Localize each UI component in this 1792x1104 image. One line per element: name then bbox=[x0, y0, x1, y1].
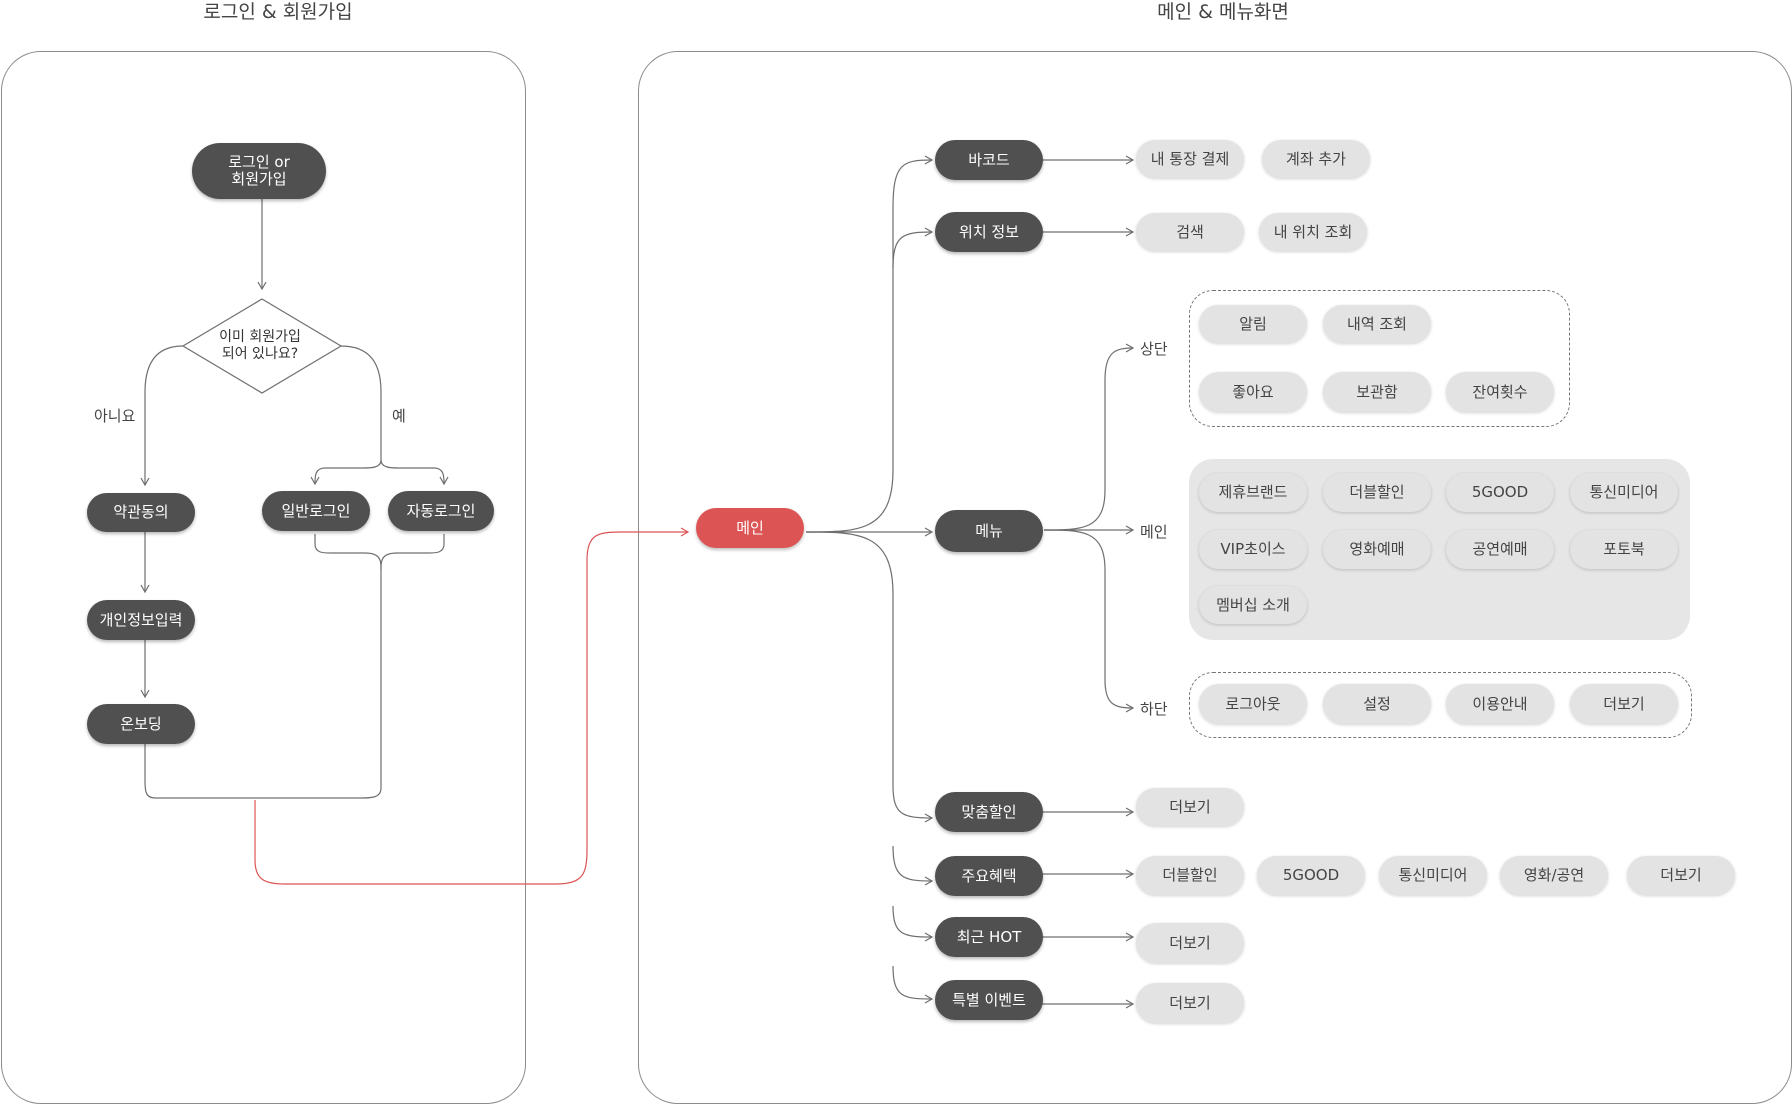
decision-diamond bbox=[181, 298, 343, 394]
recent-hot-item-more[interactable]: 더보기 bbox=[1136, 923, 1244, 963]
no-label: 아니요 bbox=[94, 407, 136, 425]
onboarding-node[interactable]: 온보딩 bbox=[87, 704, 195, 744]
menu-bottom-item-guide[interactable]: 이용안내 bbox=[1446, 684, 1554, 724]
yes-label: 예 bbox=[392, 407, 406, 425]
benefits-item-movie-show[interactable]: 영화/공연 bbox=[1500, 856, 1608, 895]
special-event-item-more[interactable]: 더보기 bbox=[1136, 983, 1244, 1023]
menu-node[interactable]: 메뉴 bbox=[935, 510, 1043, 552]
benefits-item-double-discount[interactable]: 더블할인 bbox=[1136, 856, 1244, 895]
menu-main-item-photobook[interactable]: 포토북 bbox=[1570, 530, 1678, 569]
login-or-signup-line1: 로그인 or bbox=[228, 153, 290, 171]
login-or-signup-line2: 회원가입 bbox=[231, 170, 287, 188]
menu-top-item-alarm[interactable]: 알림 bbox=[1199, 305, 1307, 343]
special-event-node[interactable]: 특별 이벤트 bbox=[935, 980, 1043, 1020]
barcode-node[interactable]: 바코드 bbox=[935, 140, 1043, 180]
menu-top-item-likes[interactable]: 좋아요 bbox=[1199, 372, 1307, 412]
menu-main-item-5good[interactable]: 5GOOD bbox=[1446, 473, 1554, 512]
custom-discount-item-more[interactable]: 더보기 bbox=[1136, 788, 1244, 826]
menu-bottom-item-logout[interactable]: 로그아웃 bbox=[1199, 684, 1307, 724]
menu-main-item-movie-booking[interactable]: 영화예매 bbox=[1323, 530, 1431, 569]
decision-text: 이미 회원가입 되어 있나요? bbox=[219, 329, 301, 363]
menu-main-item-partner-brand[interactable]: 제휴브랜드 bbox=[1199, 473, 1307, 512]
menu-top-item-storage[interactable]: 보관함 bbox=[1323, 372, 1431, 412]
location-item-my-location[interactable]: 내 위치 조회 bbox=[1259, 213, 1367, 251]
menu-bottom-item-settings[interactable]: 설정 bbox=[1323, 684, 1431, 724]
personal-info-node[interactable]: 개인정보입력 bbox=[87, 600, 195, 640]
benefits-node[interactable]: 주요혜택 bbox=[935, 856, 1043, 896]
barcode-item-add-account[interactable]: 계좌 추가 bbox=[1262, 140, 1370, 178]
location-node[interactable]: 위치 정보 bbox=[935, 212, 1043, 252]
menu-main-item-telecom-media[interactable]: 통신미디어 bbox=[1570, 473, 1678, 512]
menu-top-group bbox=[1189, 290, 1570, 427]
benefits-item-5good[interactable]: 5GOOD bbox=[1257, 856, 1365, 895]
menu-bottom-label: 하단 bbox=[1140, 700, 1168, 718]
menu-bottom-group bbox=[1189, 672, 1692, 738]
custom-discount-node[interactable]: 맞춤할인 bbox=[935, 792, 1043, 832]
normal-login-node[interactable]: 일반로그인 bbox=[262, 491, 370, 531]
login-or-signup-node[interactable]: 로그인 or 회원가입 bbox=[192, 143, 326, 199]
recent-hot-node[interactable]: 최근 HOT bbox=[935, 917, 1043, 957]
menu-main-label: 메인 bbox=[1140, 523, 1168, 541]
menu-main-item-membership[interactable]: 멤버십 소개 bbox=[1199, 586, 1307, 624]
menu-top-item-remaining[interactable]: 잔여횟수 bbox=[1446, 372, 1554, 412]
barcode-item-pay[interactable]: 내 통장 결제 bbox=[1136, 140, 1244, 178]
menu-main-item-show-booking[interactable]: 공연예매 bbox=[1446, 530, 1554, 569]
benefits-item-more[interactable]: 더보기 bbox=[1627, 856, 1735, 895]
login-section-title: 로그인 & 회원가입 bbox=[203, 1, 353, 23]
benefits-item-telecom-media[interactable]: 통신미디어 bbox=[1379, 856, 1487, 895]
decision-text-line1: 이미 회원가입 bbox=[219, 329, 301, 345]
menu-main-item-double-discount[interactable]: 더블할인 bbox=[1323, 473, 1431, 512]
terms-agreement-node[interactable]: 약관동의 bbox=[87, 493, 195, 532]
menu-main-item-vip-choice[interactable]: VIP초이스 bbox=[1199, 530, 1307, 569]
menu-top-item-history[interactable]: 내역 조회 bbox=[1323, 305, 1431, 343]
main-section-title: 메인 & 메뉴화면 bbox=[1157, 1, 1289, 23]
decision-text-line2: 되어 있나요? bbox=[221, 346, 299, 362]
main-node[interactable]: 메인 bbox=[696, 508, 804, 548]
auto-login-node[interactable]: 자동로그인 bbox=[388, 491, 494, 531]
menu-bottom-item-more[interactable]: 더보기 bbox=[1570, 684, 1678, 724]
location-item-search[interactable]: 검색 bbox=[1136, 213, 1244, 251]
menu-top-label: 상단 bbox=[1140, 340, 1168, 358]
